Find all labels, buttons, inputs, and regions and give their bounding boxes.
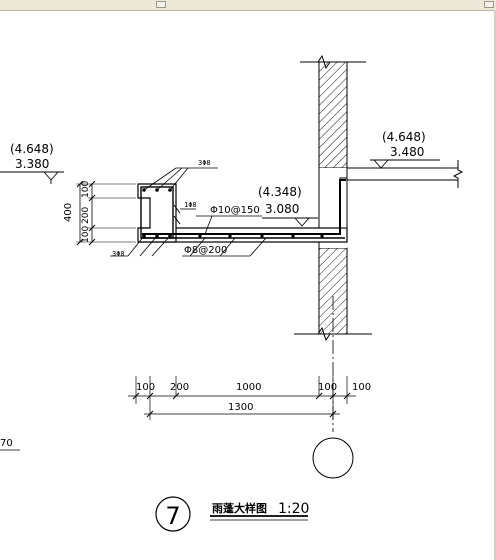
window-button[interactable] — [156, 1, 166, 8]
dim-vertical-middle: 200 — [81, 207, 91, 224]
dim-h-3: 1000 — [236, 382, 261, 393]
elevation-right-paren: (4.648) — [382, 130, 426, 144]
dim-vertical-top: 100 — [81, 181, 91, 198]
window-button[interactable] — [484, 1, 494, 8]
rebar-small-label: 1Φ8 — [184, 201, 197, 209]
elevation-mid-value: 3.080 — [265, 202, 299, 216]
elevation-marker-left — [0, 171, 64, 184]
floor-slab — [347, 160, 464, 188]
edge-text-fragment: 70 — [0, 438, 13, 449]
canopy-section — [137, 177, 348, 243]
dim-vertical-bottom: 100 — [81, 226, 91, 243]
window-scroll-edge — [494, 10, 496, 560]
dim-h-4: 100 — [318, 382, 337, 393]
elevation-marker-mid — [262, 217, 318, 227]
detail-number: 7 — [165, 502, 180, 530]
detail-scale: 1:20 — [278, 501, 309, 517]
elevation-marker-right — [370, 159, 440, 169]
rebar-bottom-label: 3Φ8 — [112, 250, 125, 258]
elevation-left-value: 3.380 — [15, 157, 49, 171]
rebar-top-label: 3Φ8 — [198, 159, 211, 167]
dim-h-2: 200 — [170, 382, 189, 393]
rebar-leaders — [110, 167, 267, 257]
window-top-strip — [0, 0, 496, 11]
dim-h-total: 1300 — [228, 402, 253, 413]
elevation-right-value: 3.480 — [390, 145, 424, 159]
axis-line — [312, 296, 354, 479]
rebar-top-bar-label: Φ10@150 — [210, 205, 260, 216]
rebar-bottom-bar-label: Φ8@200 — [184, 245, 227, 256]
elevation-mid-paren: (4.348) — [258, 185, 302, 199]
elevation-left-paren: (4.648) — [10, 142, 54, 156]
dim-h-5: 100 — [352, 382, 371, 393]
detail-title: 雨蓬大样图 — [212, 501, 267, 515]
dim-vertical-total: 400 — [63, 203, 74, 222]
title-block — [155, 496, 308, 532]
vertical-dimension — [76, 180, 136, 246]
dim-h-1: 100 — [136, 382, 155, 393]
